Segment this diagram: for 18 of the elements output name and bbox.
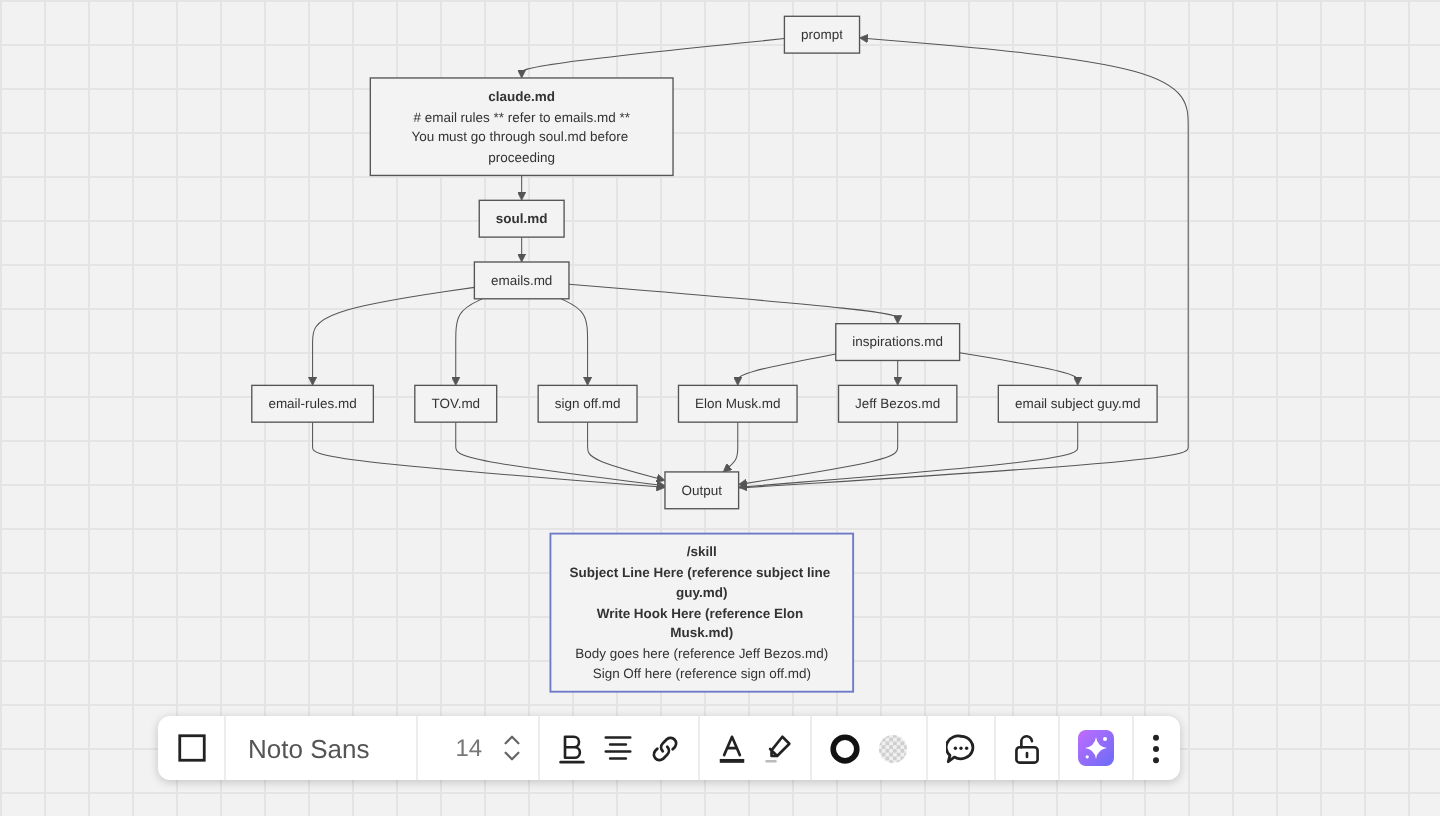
arrow (738, 421, 1079, 492)
arrow (959, 352, 1083, 386)
arrow (568, 283, 903, 325)
arrow (451, 298, 483, 386)
arrow (560, 298, 593, 386)
arrow (308, 286, 475, 386)
font-size: 14 (453, 734, 485, 762)
arrow (738, 421, 899, 488)
arrow (455, 421, 666, 490)
arrow (517, 38, 785, 79)
arrow (517, 174, 527, 201)
arrow (587, 421, 666, 483)
font-name: Noto Sans (246, 733, 372, 763)
arrow (312, 421, 666, 492)
arrow (517, 236, 527, 263)
arrow (722, 421, 739, 473)
arrow (733, 353, 837, 386)
arrow (893, 359, 903, 386)
